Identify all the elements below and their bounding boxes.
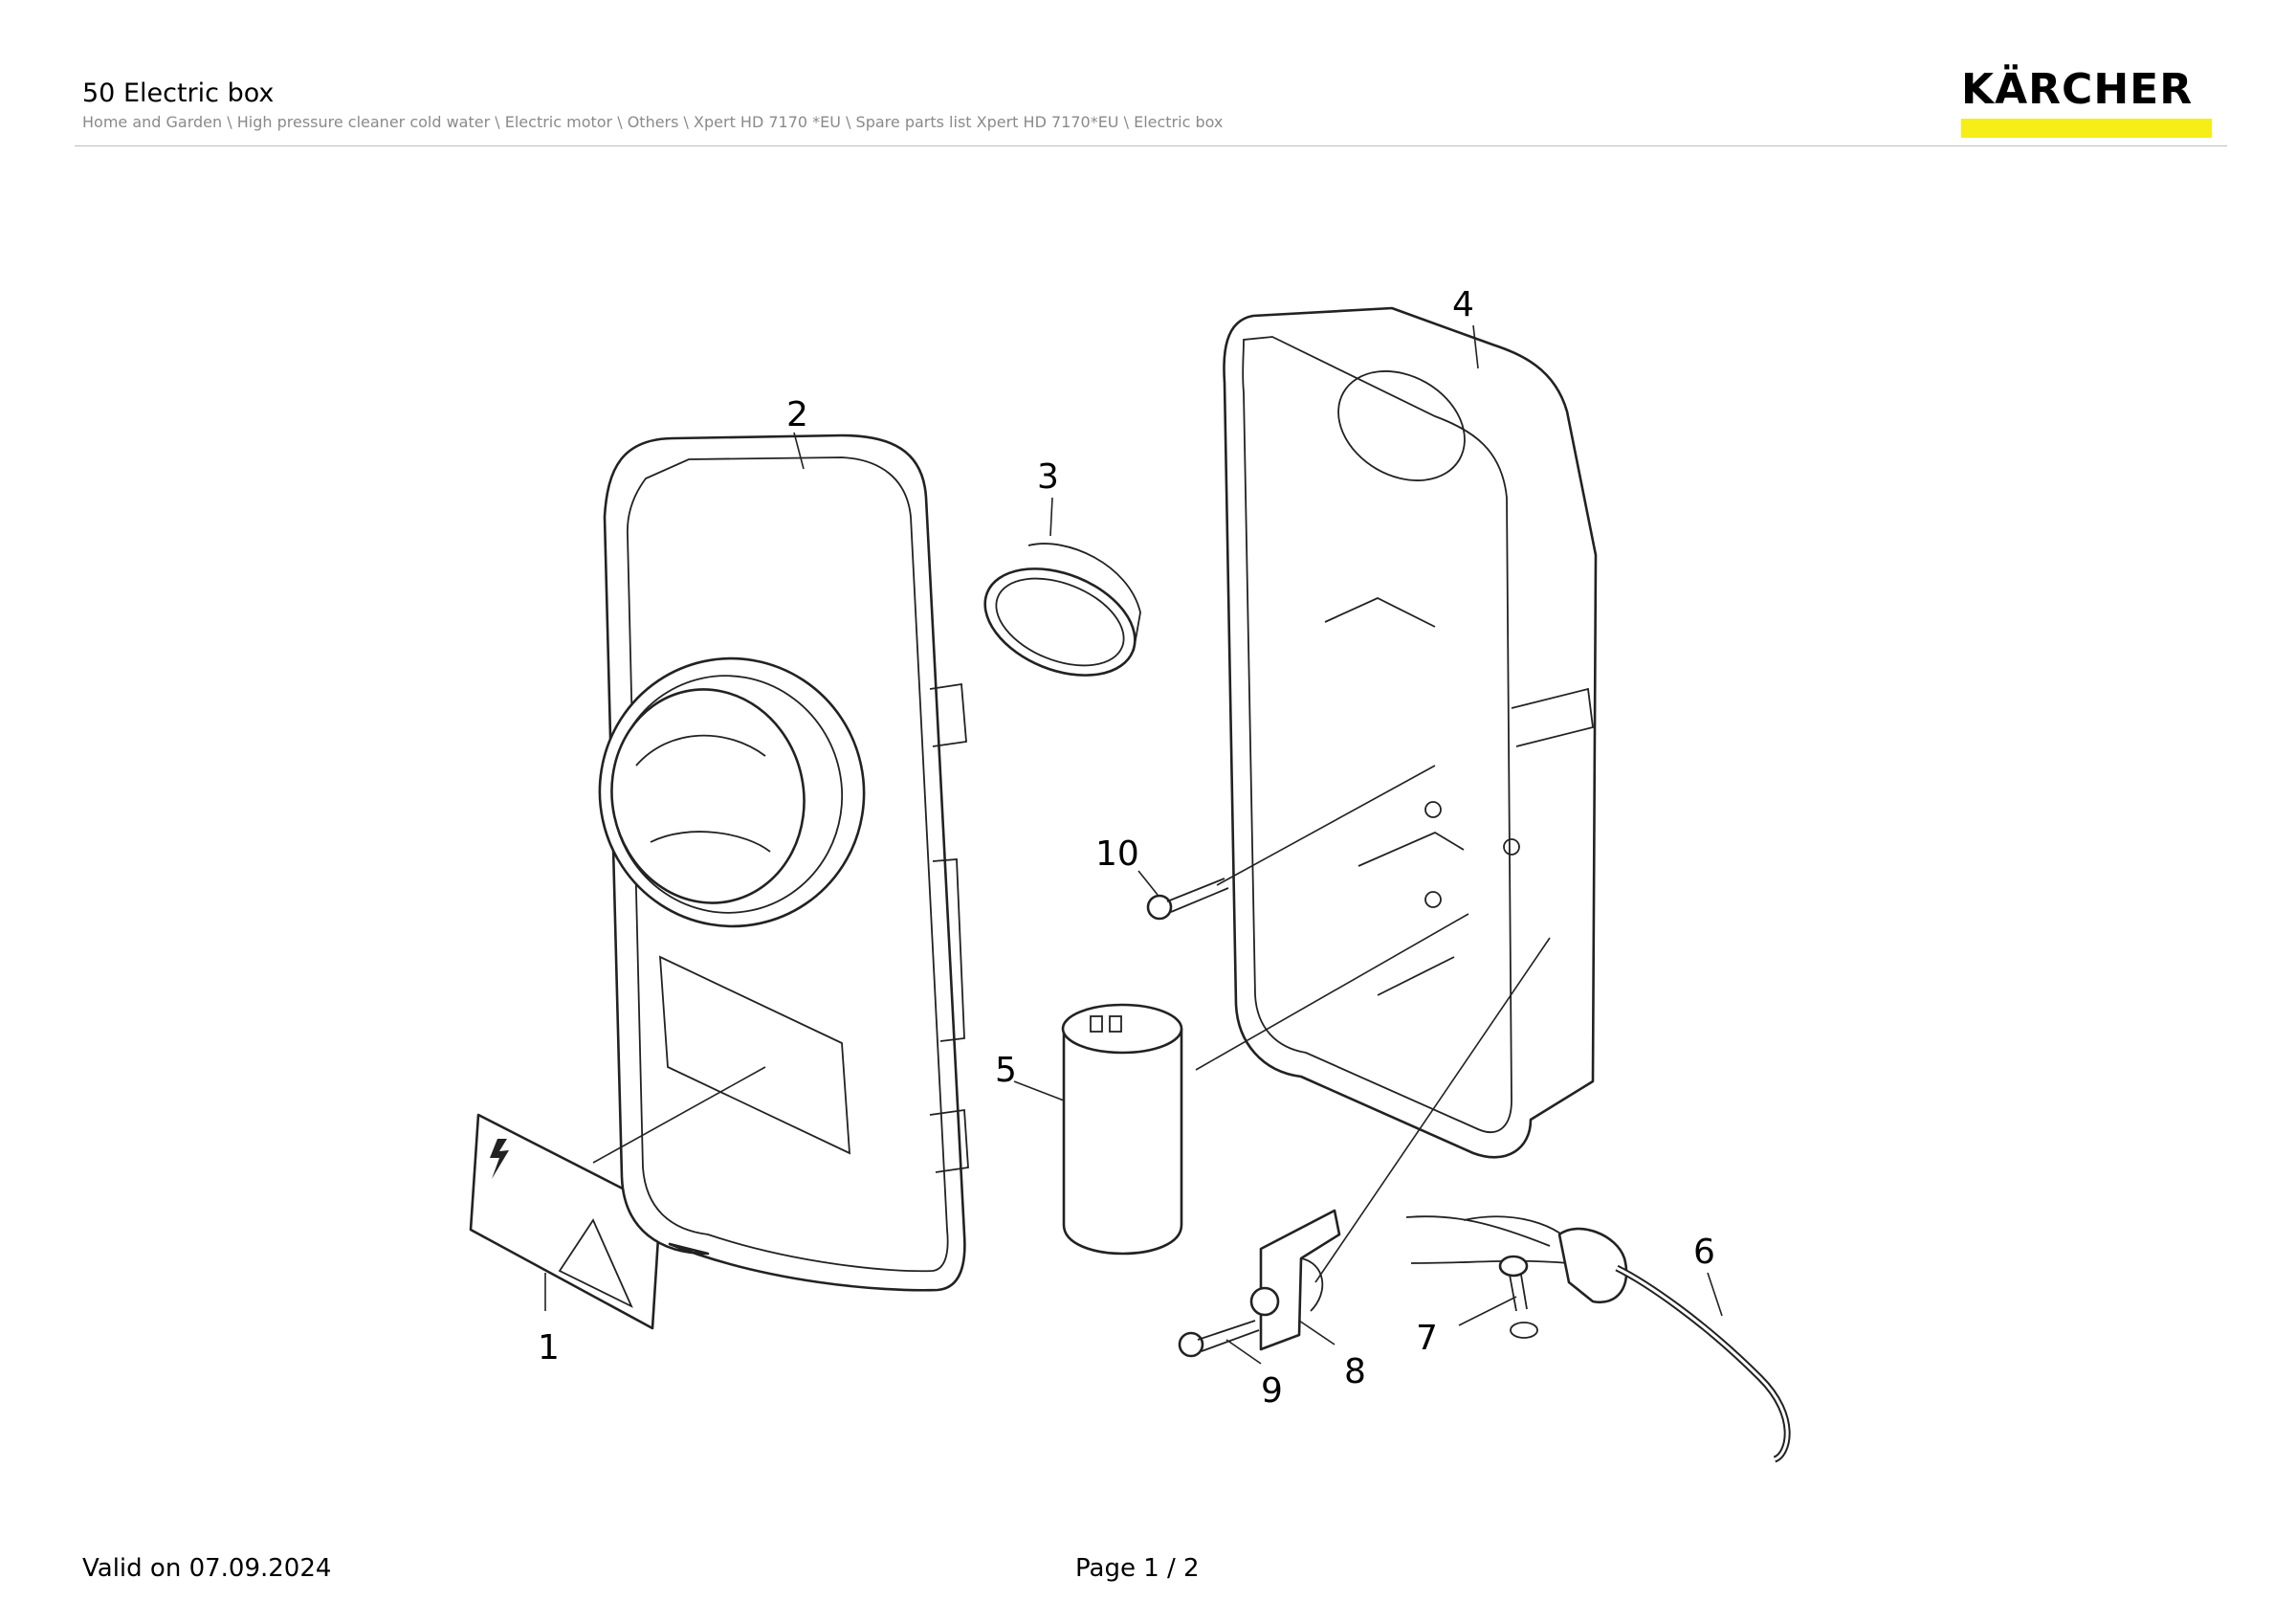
page-number: Page 1 / 2 — [1075, 1554, 1200, 1583]
part-7-screw — [1498, 1255, 1538, 1339]
part-6-power-cable — [1405, 1215, 1791, 1463]
lightning-icon — [490, 1139, 509, 1179]
breadcrumb[interactable]: Home and Garden \ High pressure cleaner … — [82, 113, 1224, 131]
callout-10: 10 — [1095, 834, 1139, 874]
callout-1: 1 — [538, 1328, 560, 1367]
callout-4: 4 — [1452, 285, 1474, 324]
valid-date: Valid on 07.09.2024 — [82, 1554, 332, 1583]
part-10-screw — [1146, 878, 1229, 921]
callout-9: 9 — [1261, 1371, 1283, 1411]
callout-3: 3 — [1037, 457, 1059, 497]
callout-7: 7 — [1416, 1319, 1438, 1358]
part-8-cable-clamp — [1249, 1209, 1341, 1351]
logo-wordmark: KÄRCHER — [1961, 65, 2194, 114]
part-4-box-housing — [1223, 306, 1598, 1159]
page-title: 50 Electric box — [82, 78, 275, 108]
part-3-oval-seal — [983, 543, 1141, 677]
warning-triangle-icon — [558, 1218, 633, 1308]
part-1-warning-label — [469, 1113, 662, 1330]
leader-lines — [544, 324, 1723, 1365]
callout-2: 2 — [786, 395, 808, 434]
part-5-capacitor — [1061, 1003, 1183, 1256]
kaercher-logo: KÄRCHER — [1961, 67, 2212, 138]
header-divider — [75, 145, 2227, 146]
callout-8: 8 — [1344, 1352, 1366, 1391]
callout-6: 6 — [1693, 1233, 1715, 1272]
part-9-screw — [1178, 1320, 1260, 1358]
logo-yellow-bar — [1961, 119, 2212, 138]
label-recess — [658, 955, 851, 1155]
part-2-box-cover — [598, 434, 969, 1292]
callout-5: 5 — [995, 1051, 1017, 1090]
